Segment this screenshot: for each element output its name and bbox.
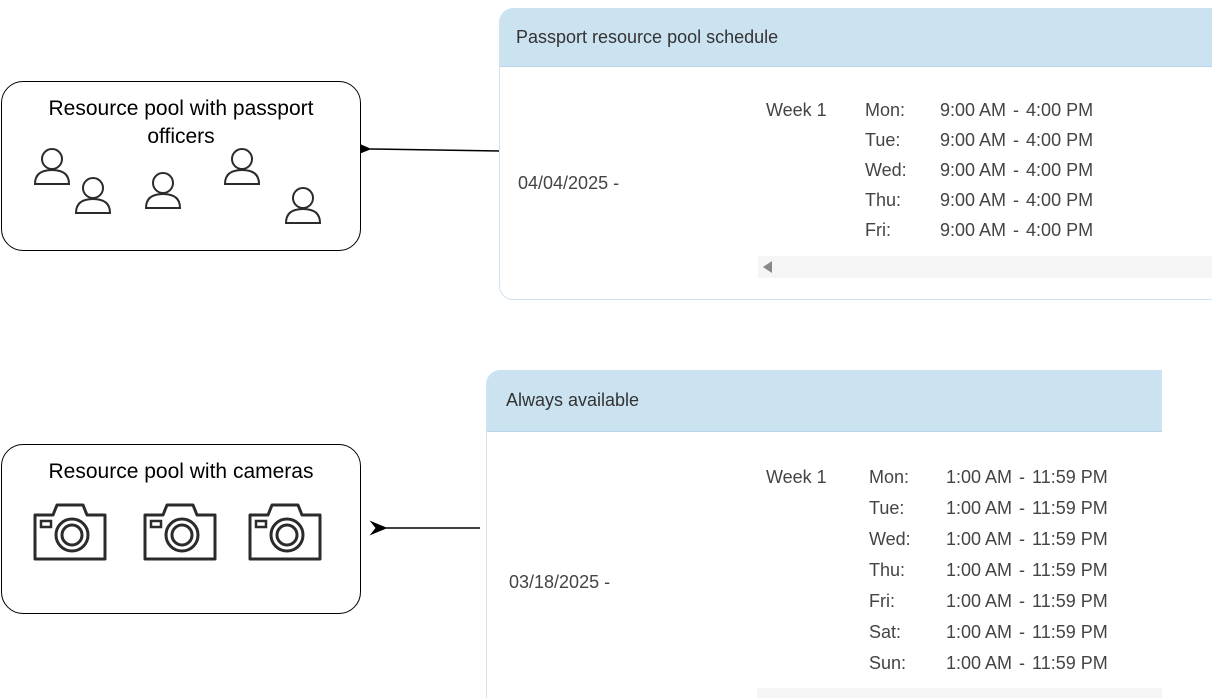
cameras-schedule-panel: Always available 03/18/2025 - Week 1 Mon… xyxy=(486,370,1162,698)
day-row: Fri:1:00 AM-11:59 PM xyxy=(869,591,1108,611)
scroll-left-icon[interactable] xyxy=(763,261,772,273)
person-icon xyxy=(74,177,112,214)
cameras-pool-title: Resource pool with cameras xyxy=(48,460,314,483)
day-row: Tue:9:00 AM-4:00 PM xyxy=(865,130,1094,150)
cameras-pool-box: Resource pool with cameras xyxy=(1,444,361,614)
person-icon xyxy=(223,148,261,185)
day-row: Mon:1:00 AM-11:59 PM xyxy=(869,467,1108,487)
day-row: Mon:9:00 AM-4:00 PM xyxy=(865,100,1094,120)
day-row: Thu:9:00 AM-4:00 PM xyxy=(865,190,1094,210)
passport-pool-box: Resource pool with passport officers xyxy=(1,81,361,251)
day-row: Sun:1:00 AM-11:59 PM xyxy=(869,653,1108,673)
day-row: Sat:1:00 AM-11:59 PM xyxy=(869,622,1108,642)
day-row: Thu:1:00 AM-11:59 PM xyxy=(869,560,1108,580)
panel-title: Always available xyxy=(506,390,640,410)
panel-header: Always available xyxy=(487,370,1162,432)
horizontal-scrollbar[interactable] xyxy=(758,256,1212,278)
schedule-start-date: 03/18/2025 - xyxy=(509,572,611,592)
camera-icon xyxy=(33,503,107,561)
day-row: Wed:1:00 AM-11:59 PM xyxy=(869,529,1108,549)
week-label: Week 1 xyxy=(766,100,827,120)
camera-icon xyxy=(248,503,322,561)
panel-title: Passport resource pool schedule xyxy=(516,26,779,47)
week-label: Week 1 xyxy=(766,467,827,487)
day-row: Fri:9:00 AM-4:00 PM xyxy=(865,220,1094,240)
person-icon xyxy=(33,148,71,185)
passport-schedule-panel: Passport resource pool schedule 04/04/20… xyxy=(499,8,1212,300)
camera-icon xyxy=(143,503,217,561)
passport-pool-title: Resource pool with passport officers xyxy=(48,97,314,148)
day-list: Mon:9:00 AM-4:00 PM Tue:9:00 AM-4:00 PM … xyxy=(865,100,1093,250)
person-icon xyxy=(144,172,182,209)
day-list: Mon:1:00 AM-11:59 PM Tue:1:00 AM-11:59 P… xyxy=(869,467,1108,684)
panel-header: Passport resource pool schedule xyxy=(500,8,1212,67)
arrow-passport xyxy=(353,141,501,157)
horizontal-scrollbar[interactable] xyxy=(757,688,1162,698)
day-row: Tue:1:00 AM-11:59 PM xyxy=(869,498,1108,518)
schedule-start-date: 04/04/2025 - xyxy=(518,173,620,193)
day-row: Wed:9:00 AM-4:00 PM xyxy=(865,160,1094,180)
person-icon xyxy=(284,187,322,224)
